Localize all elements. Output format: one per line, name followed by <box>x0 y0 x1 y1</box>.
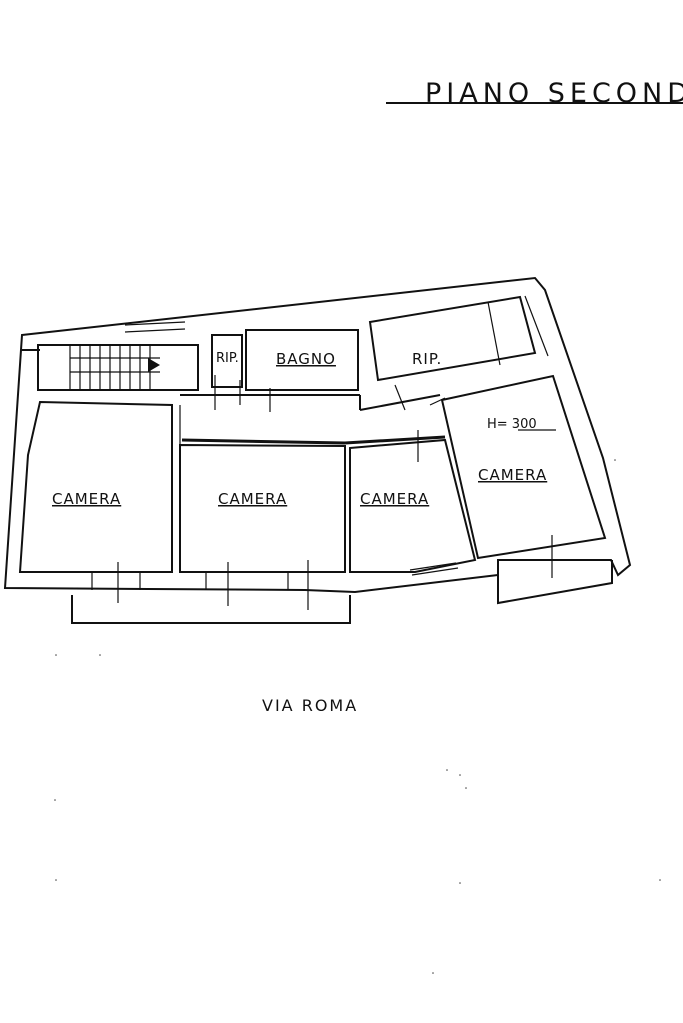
label-wc: RIP. <box>216 351 239 366</box>
label-bedroom-3: CAMERA <box>360 490 429 508</box>
bedroom-1-outline <box>18 400 173 573</box>
street-label: VIA ROMA <box>262 696 358 715</box>
bedroom-2-outline <box>179 443 346 573</box>
stair-arrow-icon <box>148 358 160 372</box>
label-bath: BAGNO <box>276 350 336 368</box>
landing-outline <box>368 295 537 382</box>
stair-room-outline <box>37 344 199 391</box>
landing-window <box>524 295 549 357</box>
wall-ticks <box>91 375 553 610</box>
bedroom-2-top-wall <box>181 438 346 445</box>
landing-partition <box>487 301 501 366</box>
wc-outline <box>211 334 243 388</box>
bedroom-3-top-wall <box>344 435 446 445</box>
height-note: H= 300 <box>487 417 537 432</box>
bedroom-4-outline <box>440 374 607 560</box>
label-bedroom-4: CAMERA <box>478 466 547 484</box>
label-bedroom-1: CAMERA <box>52 490 121 508</box>
plan-title: PIANO SECONDO <box>425 78 683 109</box>
top-window <box>124 321 186 333</box>
corridor-wall-3 <box>359 394 441 411</box>
staircase <box>69 345 160 390</box>
bath-outline <box>245 329 359 391</box>
side-balcony <box>497 560 613 605</box>
scan-specks <box>54 459 661 974</box>
front-balcony <box>71 595 351 624</box>
label-landing: RIP. <box>412 350 442 368</box>
label-bedroom-2: CAMERA <box>218 490 287 508</box>
bedroom-3-outline <box>349 438 477 573</box>
